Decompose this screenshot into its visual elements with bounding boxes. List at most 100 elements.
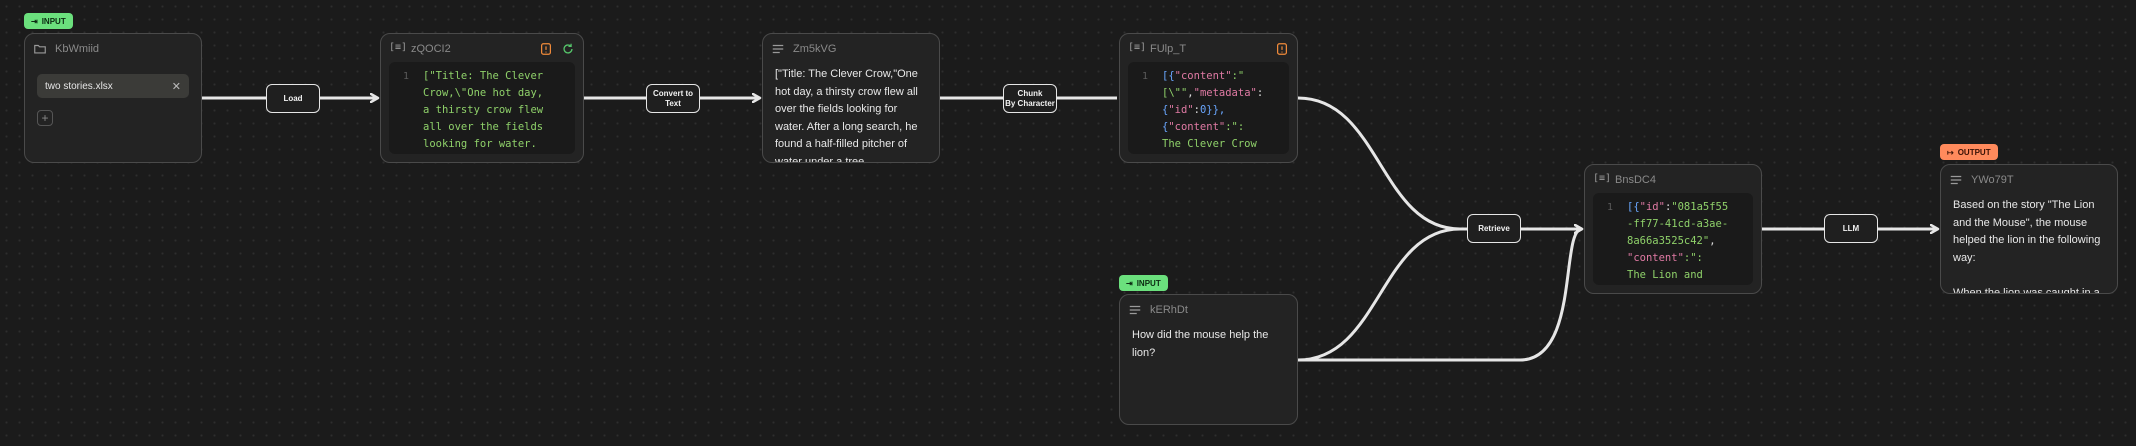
code-token: "id" (1639, 201, 1665, 213)
input-badge-file: ⇥ INPUT (24, 13, 73, 29)
json-node-1[interactable]: [≡] zQOCI2 1 ["Title: The Clever Crow,\"… (380, 33, 584, 163)
edge-retrieve-query (1297, 227, 1461, 362)
input-badge-question: ⇥ INPUT (1119, 275, 1168, 291)
warning-icon[interactable] (1275, 42, 1289, 56)
node-header: Zm5kVG (763, 34, 939, 64)
line-number: 1 (1142, 71, 1149, 82)
input-arrow-icon: ⇥ (31, 16, 38, 26)
code-line: all over the fields (423, 121, 544, 133)
node-id: kERhDt (1150, 304, 1188, 316)
edge-label-llm-text: LLM (1842, 223, 1860, 233)
code-token: 8a66a3525c42" (1627, 235, 1710, 247)
code-viewer[interactable]: 1 ["Title: The Clever Crow,\"One hot day… (389, 62, 575, 154)
file-chip[interactable]: two stories.xlsx ✕ (37, 74, 189, 98)
code-token: "content" (1174, 70, 1232, 82)
edge-label-llm[interactable]: LLM (1824, 214, 1878, 243)
code-token: "content" (1627, 252, 1684, 264)
edge-label-retrieve[interactable]: Retrieve (1467, 214, 1521, 243)
input-badge-label: INPUT (1136, 278, 1161, 288)
code-token: [{ (1627, 201, 1640, 213)
node-header: [≡] FUlp_T (1120, 34, 1297, 64)
code-line: [{"content":" (1162, 68, 1283, 85)
edge-label-convert-line1: Convert to (653, 88, 693, 98)
node-id: BnsDC4 (1615, 174, 1656, 186)
code-line: -ff77-41cd-a3ae- (1627, 218, 1729, 230)
node-id: Zm5kVG (793, 43, 837, 55)
input-badge-label: INPUT (41, 16, 66, 26)
text-lines-icon (772, 44, 784, 54)
output-node[interactable]: YWo79T Based on the story "The Lion and … (1940, 164, 2118, 294)
code-token: :": (1225, 121, 1245, 133)
file-name: two stories.xlsx (45, 80, 113, 92)
code-token: :": (1683, 252, 1703, 264)
warning-icon[interactable] (539, 42, 553, 56)
output-text: Based on the story "The Lion and the Mou… (1953, 199, 2101, 294)
json-brackets-icon: [≡] (1593, 173, 1612, 184)
json-brackets-icon: [≡] (1128, 42, 1147, 53)
file-input-node[interactable]: KbWmiid two stories.xlsx ✕ + (24, 33, 202, 163)
node-header: kERhDt (1120, 295, 1297, 325)
edge-label-chunk[interactable]: Chunk By Character (1003, 84, 1057, 113)
edge-label-chunk-line2: By Character (1005, 98, 1055, 108)
code-token: "081a5f55 (1671, 201, 1729, 213)
text-content: ["Title: The Clever Crow,"One hot day, a… (775, 68, 918, 163)
node-id: FUlp_T (1150, 43, 1187, 55)
output-arrow-icon: ↦ (1947, 147, 1954, 157)
line-number: 1 (403, 71, 410, 82)
code-line: [{"id":"081a5f55 (1627, 199, 1747, 216)
code-line: {"content":": (1162, 119, 1283, 136)
input-arrow-icon: ⇥ (1126, 278, 1133, 288)
json-brackets-icon: [≡] (389, 42, 408, 53)
code-token: "metadata" (1193, 87, 1257, 99)
output-badge-label: OUTPUT (1957, 147, 1991, 157)
code-line: Crow,\"One hot day, (423, 87, 544, 99)
code-token: "id" (1168, 104, 1194, 116)
code-line: 8a66a3525c42", (1627, 233, 1747, 250)
node-header: [≡] zQOCI2 (381, 34, 583, 64)
code-token: [{ (1162, 70, 1175, 82)
line-number: 1 (1607, 202, 1614, 213)
json-node-3[interactable]: [≡] BnsDC4 1 [{"id":"081a5f55 -ff77-41cd… (1584, 164, 1762, 294)
code-token: : (1664, 201, 1672, 213)
refresh-icon[interactable] (561, 42, 575, 56)
node-header: KbWmiid (25, 34, 201, 64)
edge-label-load-text: Load (283, 93, 303, 103)
code-line: "content":": (1627, 250, 1747, 267)
node-header: YWo79T (1941, 165, 2117, 195)
code-token: : (1193, 104, 1200, 116)
json-node-2[interactable]: [≡] FUlp_T 1 [{"content":" [\"","metadat… (1119, 33, 1298, 163)
plus-icon[interactable]: + (37, 110, 53, 126)
close-icon[interactable]: ✕ (171, 80, 181, 93)
code-line: {"id":0}}, (1162, 102, 1283, 119)
code-viewer[interactable]: 1 [{"content":" [\"","metadata": {"id":0… (1128, 62, 1289, 154)
output-badge: ↦ OUTPUT (1940, 144, 1998, 160)
code-token: :" (1231, 70, 1245, 82)
edge-question-llm (1298, 229, 1582, 362)
edge-label-chunk-line1: Chunk (1017, 88, 1043, 98)
text-lines-icon (1950, 175, 1962, 185)
code-token: : (1256, 87, 1264, 99)
node-header: [≡] BnsDC4 (1585, 165, 1761, 195)
code-viewer[interactable]: 1 [{"id":"081a5f55 -ff77-41cd-a3ae- 8a66… (1593, 193, 1753, 285)
text-node-1[interactable]: Zm5kVG ["Title: The Clever Crow,"One hot… (762, 33, 940, 163)
node-id: zQOCI2 (411, 43, 451, 55)
code-token: { (1162, 121, 1169, 133)
code-token: "content" (1168, 121, 1226, 133)
code-line: looking for water. (423, 138, 537, 150)
edge-label-load[interactable]: Load (266, 84, 320, 113)
code-line: ["Title: The Clever (423, 70, 544, 82)
node-id: KbWmiid (55, 43, 100, 55)
code-line: The Lion and (1627, 269, 1703, 281)
folder-icon (34, 44, 46, 54)
question-text[interactable]: How did the mouse help the lion? (1132, 329, 1269, 359)
code-line: The Clever Crow (1162, 138, 1257, 150)
question-input-node[interactable]: kERhDt How did the mouse help the lion? (1119, 294, 1298, 425)
code-line: a thirsty crow flew (423, 104, 544, 116)
edge-label-convert[interactable]: Convert to Text (646, 84, 700, 113)
code-token: [\"" (1162, 87, 1188, 99)
code-token: , (1709, 235, 1716, 247)
code-line: [\"","metadata": (1162, 85, 1283, 102)
edge-retrieve-docs (1297, 96, 1582, 229)
code-token: , (1187, 87, 1194, 99)
